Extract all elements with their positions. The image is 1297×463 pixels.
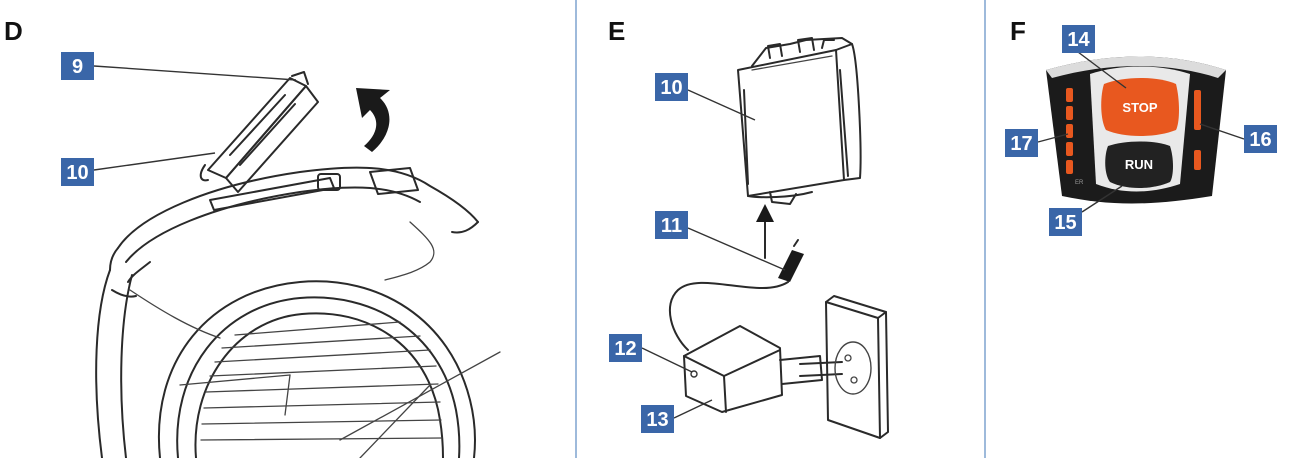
callout-box: [641, 405, 674, 433]
callout-box: [655, 211, 688, 239]
stop-button-shape: [1101, 78, 1179, 136]
callout-number: 17: [1010, 133, 1032, 155]
leader-line: [1037, 133, 1069, 143]
callout-number: 11: [661, 215, 682, 237]
led-segment: [1066, 124, 1073, 138]
grille-slats: [200, 321, 443, 441]
callout-number: 10: [660, 77, 682, 99]
callout-number: 10: [66, 162, 88, 184]
callout-box: [1005, 129, 1038, 157]
wall-socket-illustration: [825, 295, 889, 439]
callout-f-17: 17: [1005, 129, 1069, 157]
leader-line: [1077, 51, 1127, 89]
led-segment: [1194, 150, 1201, 170]
callout-number: 14: [1067, 29, 1090, 51]
callout-number: 9: [72, 56, 83, 78]
callout-box: [61, 52, 94, 80]
callout-box: [1062, 25, 1095, 53]
callout-number: 16: [1249, 129, 1271, 151]
callout-number: 12: [614, 338, 636, 360]
battery-pack-illustration: [737, 37, 862, 205]
callout-f-14: 14: [1062, 25, 1127, 89]
left-led-indicator: ER: [1066, 88, 1084, 186]
panel-d: D: [4, 16, 501, 459]
charger-adapter-illustration: [683, 325, 843, 413]
callout-number: 15: [1054, 212, 1076, 234]
leader-line: [1199, 123, 1245, 140]
stop-label: STOP: [1122, 100, 1157, 115]
callout-number: 13: [646, 409, 668, 431]
led-segment: [1194, 90, 1201, 130]
leader-line: [93, 65, 297, 81]
panel-f: F STOP RUN ER: [1005, 16, 1277, 236]
lift-arrow-icon: [356, 88, 390, 152]
right-led-indicator: [1194, 90, 1201, 170]
panel-letter-d: D: [4, 16, 23, 46]
panel-letter-e: E: [608, 16, 625, 46]
callout-box: [1244, 125, 1277, 153]
run-label: RUN: [1125, 157, 1153, 172]
callout-box: [609, 334, 642, 362]
callout-e-13: 13: [641, 399, 713, 433]
callout-e-11: 11: [655, 211, 786, 271]
led-segment: [1066, 106, 1073, 120]
callout-e-12: 12: [609, 334, 693, 373]
leader-line: [673, 399, 713, 419]
charger-cable-illustration: [668, 239, 804, 351]
callout-box: [1049, 208, 1082, 236]
tiny-mark: ER: [1075, 180, 1084, 186]
battery-lifted-illustration: [199, 71, 319, 193]
leader-line: [641, 347, 693, 373]
run-button-illustration: RUN: [1105, 141, 1173, 188]
panel-e: E: [608, 16, 889, 439]
led-segment: [1066, 88, 1073, 102]
callout-f-15: 15: [1049, 185, 1123, 236]
control-panel-illustration: STOP RUN ER: [1046, 56, 1226, 204]
leader-line: [687, 227, 786, 271]
callout-e-10: 10: [655, 73, 756, 121]
mower-body-illustration: [95, 166, 501, 459]
insert-arrow-icon: [756, 204, 774, 259]
leader-line: [1081, 185, 1123, 213]
led-segment: [1066, 160, 1073, 174]
leader-line: [93, 152, 216, 171]
callout-box: [655, 73, 688, 101]
run-button-shape: [1105, 141, 1173, 188]
callout-box: [61, 158, 94, 186]
stop-button-illustration: STOP: [1101, 78, 1179, 136]
callout-d-10: 10: [61, 152, 216, 186]
led-segment: [1066, 142, 1073, 156]
panel-letter-f: F: [1010, 16, 1026, 46]
callout-d-9: 9: [61, 52, 297, 81]
leader-line: [687, 89, 756, 121]
callout-f-16: 16: [1199, 123, 1277, 153]
